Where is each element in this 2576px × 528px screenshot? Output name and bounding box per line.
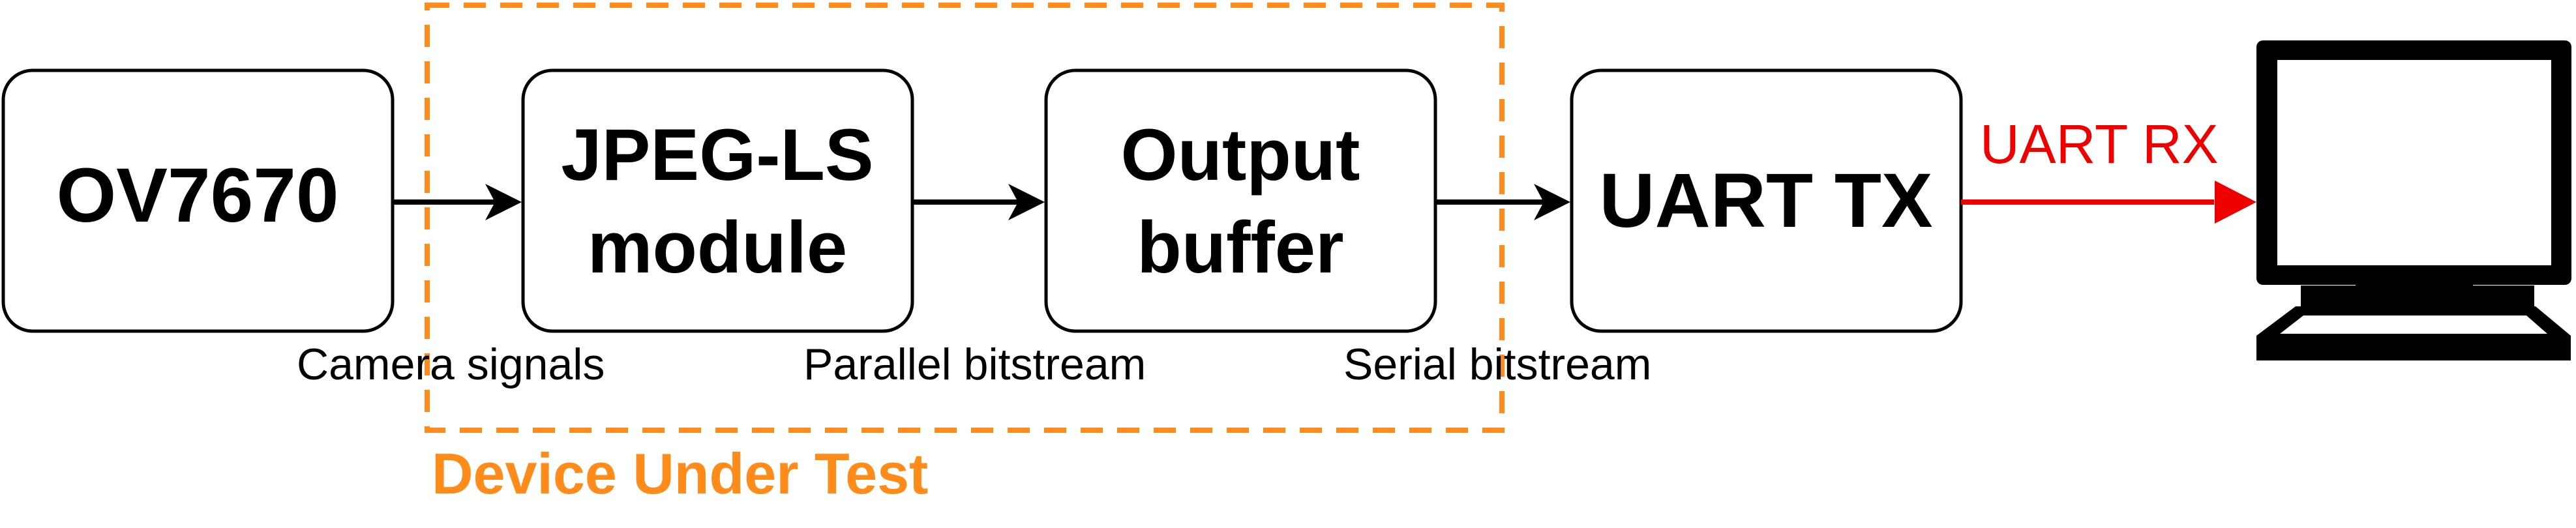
parallel-bitstream-label: Parallel bitstream — [803, 340, 1146, 389]
camera-to-jpeg-arrow — [393, 184, 522, 220]
dut-boundary — [425, 3, 1505, 433]
uart-rx-arrow — [1961, 181, 2256, 224]
output-buffer-label-line1: Output — [1121, 114, 1360, 196]
computer-monitor-icon — [2256, 40, 2571, 360]
jpeg-to-buffer-arrow — [912, 184, 1045, 220]
output-buffer-block — [1044, 68, 1437, 333]
uart-rx-label: UART RX — [1980, 113, 2219, 175]
serial-bitstream-label: Serial bitstream — [1343, 340, 1651, 389]
uart-tx-label: UART TX — [1599, 158, 1932, 244]
jpeg-ls-module-block — [521, 68, 914, 333]
jpeg-ls-label-line1: JPEG-LS — [561, 114, 873, 196]
camera-signals-label: Camera signals — [297, 340, 605, 389]
buffer-to-uart-arrow — [1435, 184, 1570, 220]
output-buffer-label-line2: buffer — [1137, 207, 1343, 288]
ov7670-label: OV7670 — [57, 153, 339, 239]
jpeg-ls-label-line2: module — [588, 207, 847, 288]
device-under-test-label: Device Under Test — [432, 441, 928, 506]
